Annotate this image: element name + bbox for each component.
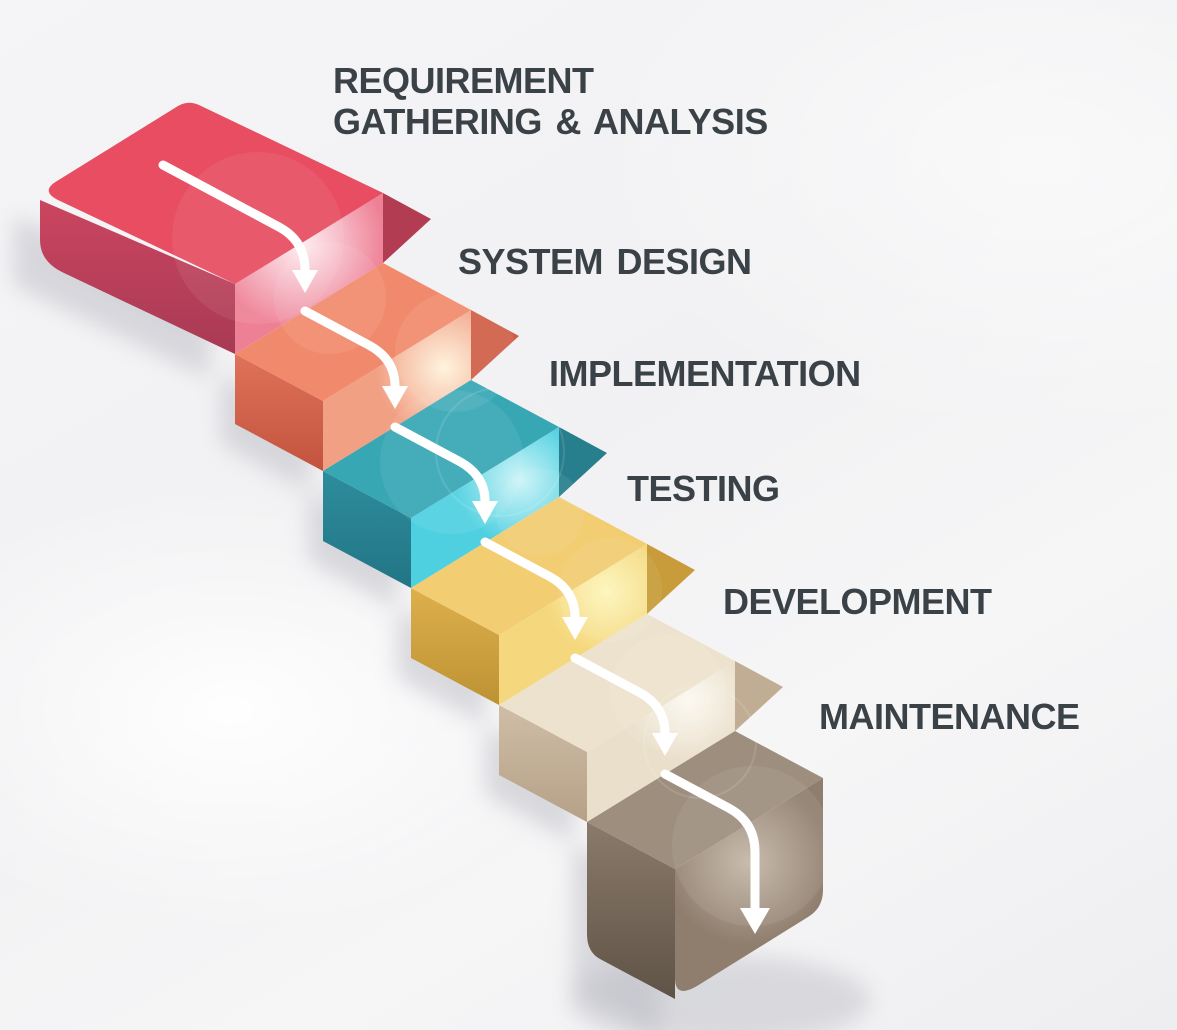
step-face-front xyxy=(587,822,675,999)
steps-group xyxy=(40,102,823,999)
step-label-testing: TESTING xyxy=(627,468,780,509)
step-face-edge xyxy=(647,544,695,614)
arrow-line xyxy=(660,769,760,913)
step-label-implementation: IMPLEMENTATION xyxy=(549,353,861,394)
step-face-front xyxy=(499,705,587,822)
step-label-system-design: SYSTEM DESIGN xyxy=(458,241,752,282)
flow-arrow-1 xyxy=(158,160,318,293)
flow-arrow-5 xyxy=(570,653,678,756)
arrow-head-icon xyxy=(740,908,770,934)
step-label-maintenance: MAINTENANCE xyxy=(819,696,1080,737)
decor-circle xyxy=(274,242,386,354)
label-line: SYSTEM DESIGN xyxy=(458,241,752,282)
decor-ring xyxy=(643,685,757,799)
step-face-front xyxy=(323,471,411,588)
step-face-front xyxy=(411,588,499,705)
step-face-edge xyxy=(559,427,607,497)
arrow-line xyxy=(158,160,310,275)
step-face-edge xyxy=(471,310,519,380)
label-line: DEVELOPMENT xyxy=(723,581,992,622)
label-line: GATHERING & ANALYSIS xyxy=(333,101,768,142)
step-face-front xyxy=(40,200,235,354)
arrow-head-icon xyxy=(472,501,498,524)
flow-arrow-3 xyxy=(390,422,498,524)
arrow-head-icon xyxy=(652,733,678,756)
decor-circle xyxy=(610,634,726,750)
arrow-head-icon xyxy=(292,270,318,293)
step-face-edge xyxy=(735,661,783,731)
step-label-development: DEVELOPMENT xyxy=(723,581,992,622)
flow-arrow-6 xyxy=(660,769,770,934)
arrow-line xyxy=(570,653,670,738)
decor-circle xyxy=(395,292,515,412)
arrow-head-icon xyxy=(382,386,408,409)
arrow-line xyxy=(300,306,400,391)
decor-circle xyxy=(558,538,662,642)
decor-circle xyxy=(496,468,584,556)
step-face-side xyxy=(675,778,823,991)
label-line: REQUIREMENT xyxy=(333,60,594,101)
flow-arrow-2 xyxy=(300,306,408,409)
arrow-head-icon xyxy=(562,617,588,640)
label-line: MAINTENANCE xyxy=(819,696,1080,737)
step-face-front xyxy=(235,354,323,471)
flow-arrow-4 xyxy=(480,537,588,640)
label-line: IMPLEMENTATION xyxy=(549,353,861,394)
arrow-line xyxy=(390,422,490,506)
flow-arrows xyxy=(158,160,770,934)
step-face-edge xyxy=(383,193,431,263)
arrow-line xyxy=(480,537,580,622)
label-line: TESTING xyxy=(627,468,780,509)
